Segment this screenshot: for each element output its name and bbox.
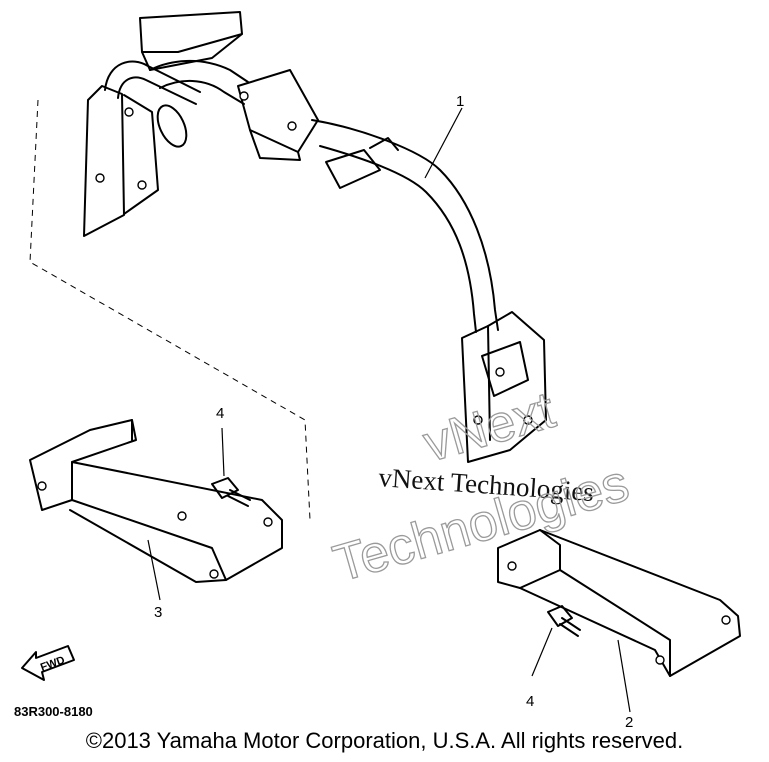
callout-4-upper: 4 [216, 405, 224, 422]
leader-line-2 [617, 639, 631, 713]
part-1-handle-bar [83, 11, 547, 463]
fwd-arrow-icon: FWD [21, 645, 75, 681]
callout-3: 3 [154, 604, 162, 621]
copyright-notice: ©2013 Yamaha Motor Corporation, U.S.A. A… [85, 728, 684, 753]
callout-1: 1 [456, 93, 464, 110]
callout-2: 2 [625, 714, 633, 731]
part-3-bracket [29, 419, 283, 583]
part-2-bracket [497, 529, 741, 677]
leader-line-3 [147, 539, 161, 601]
svg-text:FWD: FWD [39, 654, 67, 674]
leader-line-1 [424, 107, 463, 179]
diagram-code: 83R300-8180 [14, 704, 93, 719]
part-4-bolt-upper [211, 477, 251, 507]
assembly-guide-lines [29, 99, 311, 521]
leader-line-4b [531, 627, 553, 677]
leader-line-4a [221, 427, 225, 477]
callout-4-lower: 4 [526, 693, 534, 710]
part-4-bolt-lower [547, 605, 581, 637]
